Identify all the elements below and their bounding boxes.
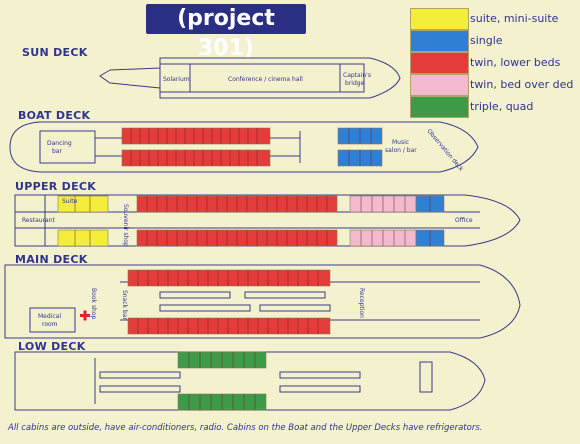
room-label-music-1: Music <box>392 139 409 146</box>
legend-label-suite: suite, mini-suite <box>470 12 559 25</box>
boat-deck-cabins-lower <box>121 149 271 167</box>
room-label-conference: Conference / cinema hall <box>228 76 303 83</box>
boat-deck-hull <box>9 121 479 173</box>
room-label-souvenir: Souvenir shop <box>122 204 129 247</box>
sun-deck-hull <box>99 57 401 99</box>
room-label-medical-2: room <box>42 321 58 328</box>
room-label-suite: Suite <box>62 198 78 205</box>
main-deck-hull <box>4 264 521 339</box>
room-label-solarium: Solarium <box>163 76 190 83</box>
upper-deck-hull <box>14 194 521 247</box>
room-label-observation: Observation deck <box>425 128 465 173</box>
room-label-medical-1: Medical <box>38 313 61 320</box>
room-label-music-2: salon / bar <box>385 147 417 154</box>
deck-label-main: MAIN DECK <box>15 253 88 266</box>
upper-deck-suites <box>57 195 109 247</box>
legend-label-triple: triple, quad <box>470 100 534 113</box>
room-label-bridge-2: bridge <box>345 80 365 87</box>
deck-label-boat: BOAT DECK <box>18 109 91 122</box>
deck-label-sun: SUN DECK <box>22 46 88 59</box>
deck-label-upper: UPPER DECK <box>15 180 97 193</box>
legend-label-single: single <box>470 34 503 47</box>
legend-label-twin-lower: twin, lower beds <box>470 56 561 69</box>
room-label-office: Office <box>455 217 473 224</box>
page-title: (project 301) <box>146 4 306 61</box>
room-label-dancing-1: Dancing <box>47 140 72 147</box>
legend-swatch-triple <box>410 96 469 118</box>
legend-swatch-twin-over <box>410 74 469 96</box>
main-deck-medical-frame <box>29 307 76 333</box>
room-label-snack-bar: Snack bar <box>121 290 128 320</box>
room-label-dancing-2: bar <box>52 148 62 155</box>
low-deck-hull <box>14 351 486 411</box>
room-label-reception: Reception <box>358 288 365 318</box>
room-label-bridge-1: Captain's <box>343 72 371 79</box>
sun-deck-bridge-frame <box>339 63 365 93</box>
legend-label-twin-over: twin, bed over ded <box>470 78 574 91</box>
medical-cross-icon <box>80 310 90 321</box>
footer-note: All cabins are outside, have air-conditi… <box>8 423 483 433</box>
legend-swatch-twin-lower <box>410 52 469 74</box>
boat-deck-dancing-frame <box>39 130 96 164</box>
legend-swatch-suite <box>410 8 469 30</box>
legend-swatch-single <box>410 30 469 52</box>
room-label-restaurant: Restaurant <box>22 217 55 224</box>
main-deck-twin-cabins <box>127 269 331 335</box>
cabin-dividers <box>74 128 431 410</box>
room-label-book-shop: Book shop <box>90 288 97 319</box>
deck-label-low: LOW DECK <box>18 340 86 353</box>
boat-deck-cabins-upper <box>121 127 271 145</box>
